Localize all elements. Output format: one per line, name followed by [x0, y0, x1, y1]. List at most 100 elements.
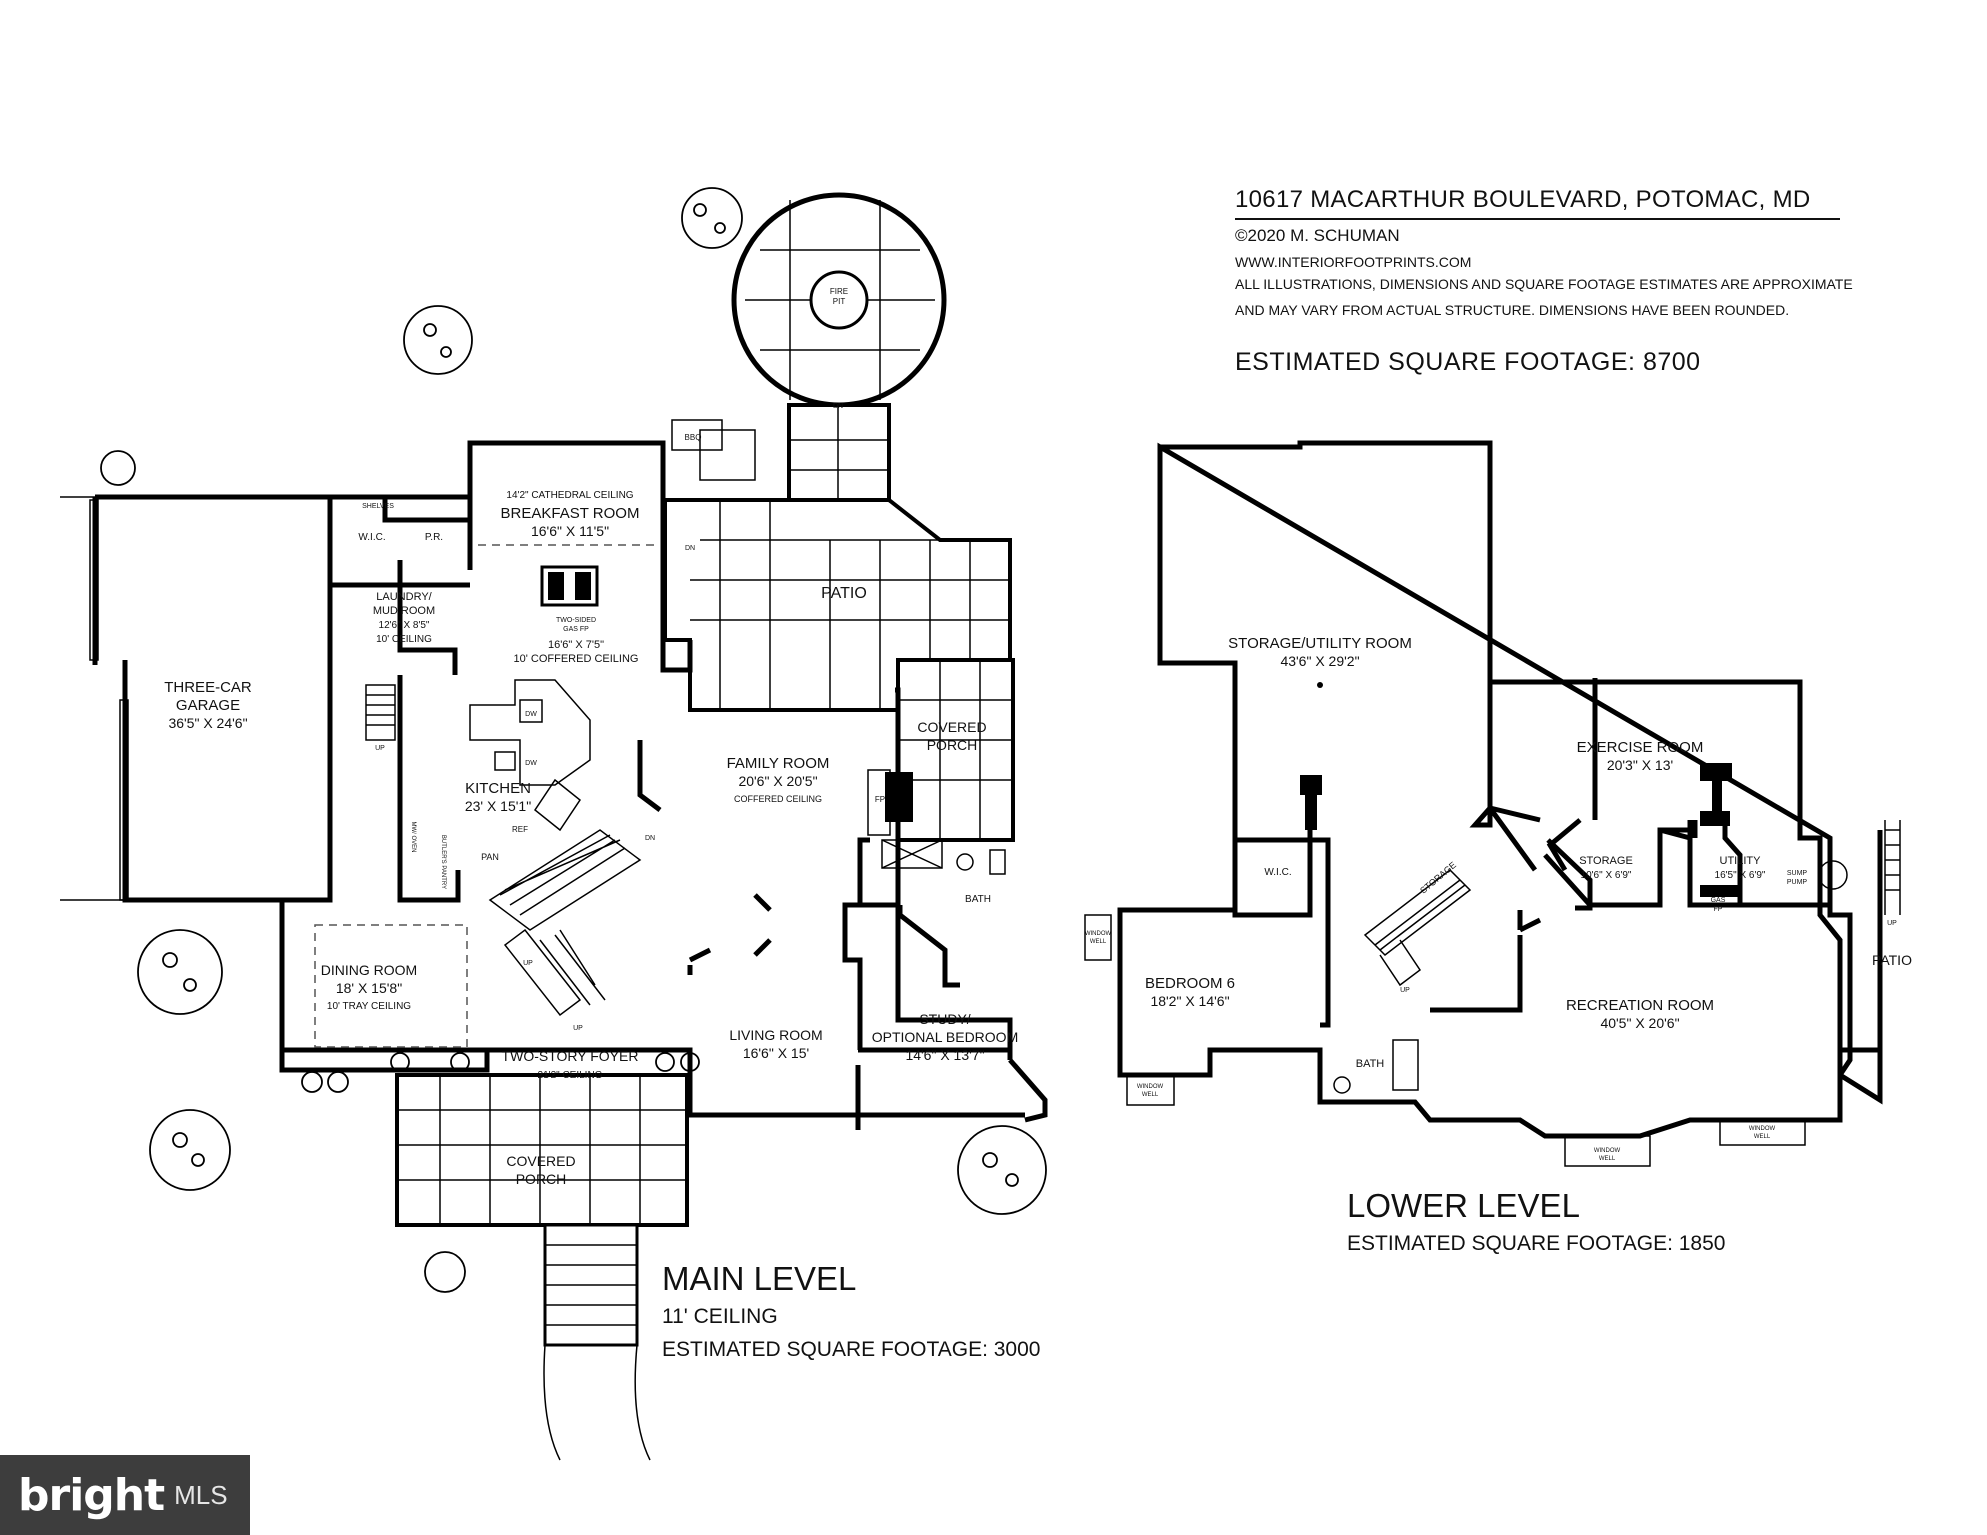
pantry-label: PAN	[481, 852, 499, 862]
rear-porch-label-1: COVERED	[917, 719, 986, 735]
tree-icon	[681, 187, 743, 249]
lower-wic-label: W.I.C.	[1264, 867, 1291, 878]
breakfast-ceiling: 14'2" CATHEDRAL CEILING	[506, 490, 633, 501]
bright-mls-logo: bright MLS	[0, 1455, 250, 1535]
foyer-ceiling: 21'2" CEILING	[538, 1070, 603, 1081]
kitchen-dimensions: 23' X 15'1"	[465, 798, 531, 814]
tree-icon	[301, 1071, 466, 1293]
tree-icon	[137, 929, 223, 1015]
fireplace-icon	[1700, 763, 1732, 781]
laundry-ceiling: 10' CEILING	[376, 634, 432, 645]
dishwasher-label: DW	[525, 711, 537, 718]
lower-stair-up-label: UP	[1887, 920, 1897, 927]
garage-label-1: THREE-CAR	[164, 679, 252, 696]
stair-storage-label: STORAGE	[1418, 860, 1458, 896]
dining-room-label: DINING ROOM	[321, 962, 417, 978]
utility-dimensions: 16'5" X 6'9"	[1715, 870, 1766, 881]
lower-level-walls	[1117, 440, 1883, 1139]
main-level-square-footage: ESTIMATED SQUARE FOOTAGE: 3000	[662, 1338, 1040, 1361]
kitchen-label: KITCHEN	[465, 780, 531, 797]
property-address: 10617 MACARTHUR BOULEVARD, POTOMAC, MD	[1235, 186, 1811, 213]
window-well-label-1: WINDOW	[1594, 1148, 1621, 1154]
front-porch-label-2: PORCH	[516, 1171, 567, 1187]
breakfast-room-label: BREAKFAST ROOM	[501, 505, 640, 522]
lower-level-square-footage: ESTIMATED SQUARE FOOTAGE: 1850	[1347, 1232, 1725, 1255]
kitchen-island	[469, 679, 591, 786]
disclaimer-line-2: AND MAY VARY FROM ACTUAL STRUCTURE. DIME…	[1235, 302, 1790, 318]
rear-porch-label-2: PORCH	[927, 737, 978, 753]
hearth-dimensions: 16'6" X 7'5"	[548, 639, 604, 651]
refrigerator-label: REF	[512, 825, 528, 834]
front-porch-label-1: COVERED	[506, 1153, 575, 1169]
main-level-labels: THREE-CAR GARAGE 36'5" X 24'6" 14'2" CAT…	[164, 287, 1018, 1187]
storage-label: STORAGE	[1579, 855, 1633, 867]
main-level-title: MAIN LEVEL	[662, 1260, 856, 1297]
copyright-line: ©2020 M. SCHUMAN	[1235, 226, 1400, 245]
utility-label: UTILITY	[1720, 855, 1762, 867]
wic-label: W.I.C.	[358, 532, 385, 543]
window-well	[1564, 1135, 1651, 1167]
fireplace-note-2: GAS FP	[563, 626, 589, 633]
gas-fp-label-2: FP	[1714, 906, 1723, 913]
main-level-ceiling: 11' CEILING	[662, 1305, 778, 1328]
total-square-footage: ESTIMATED SQUARE FOOTAGE: 8700	[1235, 348, 1701, 376]
storage-utility-label: STORAGE/UTILITY ROOM	[1228, 635, 1412, 652]
storage-dimensions: 10'6" X 6'9"	[1581, 870, 1632, 881]
tree-icon	[403, 305, 473, 375]
study-dimensions: 14'6" X 13'7"	[905, 1047, 984, 1063]
stair-down-label: DN	[645, 835, 655, 842]
tree-icon	[149, 1109, 231, 1191]
living-room-dimensions: 16'6" X 15'	[743, 1045, 809, 1061]
fp-label: FP	[875, 795, 885, 804]
exercise-room-dimensions: 20'3" X 13'	[1607, 757, 1673, 773]
window-well-label-2: WELL	[1142, 1092, 1159, 1098]
tree-icon	[100, 450, 136, 486]
fire-pit-label-2: PIT	[833, 297, 846, 306]
stair-up-label: UP	[375, 745, 385, 752]
fire-pit-patio	[731, 192, 947, 408]
stair-up-label: UP	[573, 1025, 583, 1032]
sump-pump-label-1: SUMP	[1787, 870, 1808, 877]
garage-door	[89, 499, 99, 661]
breakfast-room-dimensions: 16'6" X 11'5"	[531, 523, 609, 539]
dining-room-dimensions: 18' X 15'8"	[336, 980, 402, 996]
fireplace-icon	[885, 772, 913, 822]
powder-room-label: P.R.	[425, 532, 443, 543]
garage-door	[119, 699, 129, 901]
storage-utility-dimensions: 43'6" X 29'2"	[1280, 653, 1359, 669]
recreation-room-dimensions: 40'5" X 20'6"	[1600, 1015, 1679, 1031]
logo-mls-suffix: MLS	[174, 1479, 228, 1510]
bath-label: BATH	[965, 894, 991, 905]
study-label-1: STUDY/	[919, 1011, 970, 1027]
lower-patio-label: PATIO	[1872, 952, 1912, 968]
recreation-room-label: RECREATION ROOM	[1566, 997, 1714, 1014]
disclaimer-line-1: ALL ILLUSTRATIONS, DIMENSIONS AND SQUARE…	[1235, 276, 1853, 292]
garage-label-2: GARAGE	[176, 697, 240, 714]
family-room-label: FAMILY ROOM	[727, 755, 830, 772]
bedroom-6-dimensions: 18'2" X 14'6"	[1150, 993, 1229, 1009]
bedroom-6-label: BEDROOM 6	[1145, 975, 1235, 992]
window-well	[1084, 914, 1112, 961]
stair-down-label: DN	[685, 545, 695, 552]
dishwasher-label: DW	[525, 760, 537, 767]
laundry-label-1: LAUNDRY/	[376, 591, 432, 603]
gas-fp-label-1: GAS	[1711, 897, 1726, 904]
living-room-label: LIVING ROOM	[729, 1027, 822, 1043]
hearth-ceiling: 10' COFFERED CEILING	[514, 653, 639, 665]
laundry-dimensions: 12'6" X 8'5"	[379, 620, 430, 631]
window-well-label-2: WELL	[1090, 939, 1107, 945]
front-covered-porch	[395, 1073, 689, 1461]
logo-wordmark: bright	[18, 1469, 165, 1521]
window-well-label-1: WINDOW	[1085, 931, 1112, 937]
stair-up-label: UP	[523, 960, 533, 967]
family-room-ceiling: COFFERED CEILING	[734, 794, 822, 804]
stair-down-label: DN	[833, 403, 843, 410]
lower-bath-label: BATH	[1356, 1058, 1385, 1070]
window-well-label-2: WELL	[1754, 1134, 1771, 1140]
fireplace-icon	[1300, 775, 1322, 795]
laundry-label-2: MUD ROOM	[373, 605, 435, 617]
lower-level-title: LOWER LEVEL	[1347, 1187, 1580, 1224]
garage-dimensions: 36'5" X 24'6"	[168, 715, 247, 731]
fireplace-note-1: TWO-SIDED	[556, 617, 596, 624]
